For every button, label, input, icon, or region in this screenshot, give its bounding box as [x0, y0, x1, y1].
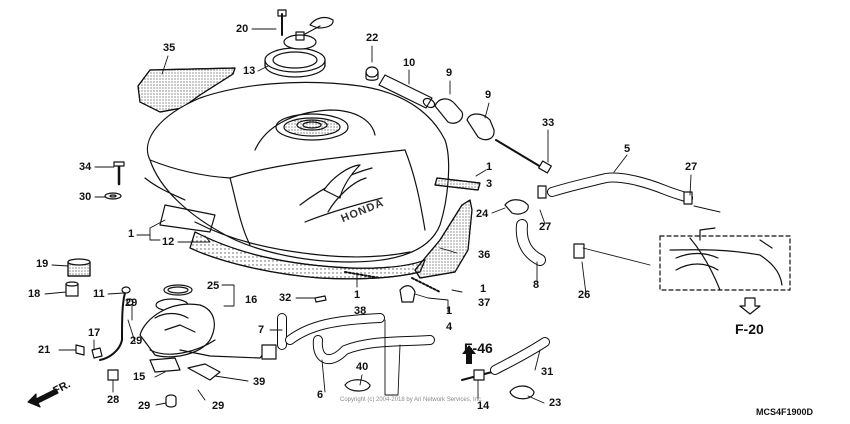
section-ref-f20[interactable]: F-20	[735, 321, 764, 337]
callout-32: 32	[279, 292, 292, 304]
callout-20: 20	[236, 23, 249, 35]
callout-24: 24	[476, 208, 489, 220]
grommets	[65, 258, 91, 297]
callout-15: 15	[133, 371, 146, 383]
callout-1-tank: 1	[128, 228, 135, 240]
callout-29-bottom-left: 29	[138, 400, 151, 412]
callout-18: 18	[28, 288, 41, 300]
callout-36: 36	[478, 249, 491, 261]
callout-29-bottom-right: 29	[212, 400, 225, 412]
callout-38: 38	[354, 305, 367, 317]
fuel-tank	[144, 81, 450, 280]
diagram-code: MCS4F1900D	[756, 407, 814, 417]
callout-12: 12	[162, 236, 175, 248]
callout-40: 40	[356, 361, 369, 373]
hose-5	[504, 172, 693, 215]
callout-13: 13	[243, 65, 256, 77]
callout-16: 16	[245, 294, 258, 306]
callout-8: 8	[533, 279, 540, 291]
callout-14: 14	[477, 400, 490, 412]
callout-39: 39	[253, 376, 266, 388]
callout-6: 6	[317, 389, 324, 401]
front-arrow	[27, 388, 59, 408]
callout-28: 28	[107, 394, 120, 406]
callout-23: 23	[549, 397, 562, 409]
hoses-6-7	[277, 271, 441, 365]
callout-4: 4	[446, 321, 453, 333]
callout-34: 34	[79, 161, 92, 173]
pads	[414, 177, 481, 279]
callout-29-lower: 29	[130, 335, 143, 347]
callout-33: 33	[542, 117, 555, 129]
callout-21: 21	[38, 344, 51, 356]
callout-9-upper: 9	[446, 67, 453, 79]
callout-10: 10	[403, 57, 416, 69]
knee-pad-35	[137, 67, 236, 113]
clamps-lower	[344, 337, 550, 400]
breather-parts	[365, 66, 552, 174]
callout-7: 7	[258, 324, 265, 336]
callout-5: 5	[624, 143, 631, 155]
copyright-watermark: Copyright (c) 2004-2018 by Ari Network S…	[340, 397, 483, 403]
callout-1-right: 1	[480, 283, 487, 295]
callout-22: 22	[366, 32, 379, 44]
callout-1-lower: 1	[446, 305, 453, 317]
leader-lines	[44, 28, 721, 406]
callout-19: 19	[36, 258, 49, 270]
callout-27-right: 27	[685, 161, 698, 173]
section-ref-f46[interactable]: F-46	[464, 340, 493, 356]
inset-detail	[659, 227, 791, 315]
bolt-34	[104, 161, 125, 200]
drain-line	[75, 286, 177, 408]
callout-1-gasket: 1	[354, 289, 361, 301]
callout-9-lower: 9	[485, 89, 492, 101]
callout-31: 31	[541, 366, 554, 378]
callout-30: 30	[79, 191, 92, 203]
callout-37: 37	[478, 297, 491, 309]
callout-26: 26	[578, 289, 591, 301]
section-arrow-f46	[462, 345, 476, 364]
fuel-pump	[139, 284, 277, 381]
callout-3: 3	[486, 178, 493, 190]
callout-17: 17	[88, 327, 101, 339]
callout-25: 25	[207, 280, 220, 292]
callout-1-strip: 1	[486, 161, 493, 173]
callout-35: 35	[163, 42, 176, 54]
callout-27-left: 27	[539, 221, 552, 233]
hose-8	[515, 219, 585, 266]
callout-29-wire: 29	[125, 297, 138, 309]
callout-11: 11	[93, 288, 105, 300]
fuel-cap-13	[264, 9, 334, 78]
